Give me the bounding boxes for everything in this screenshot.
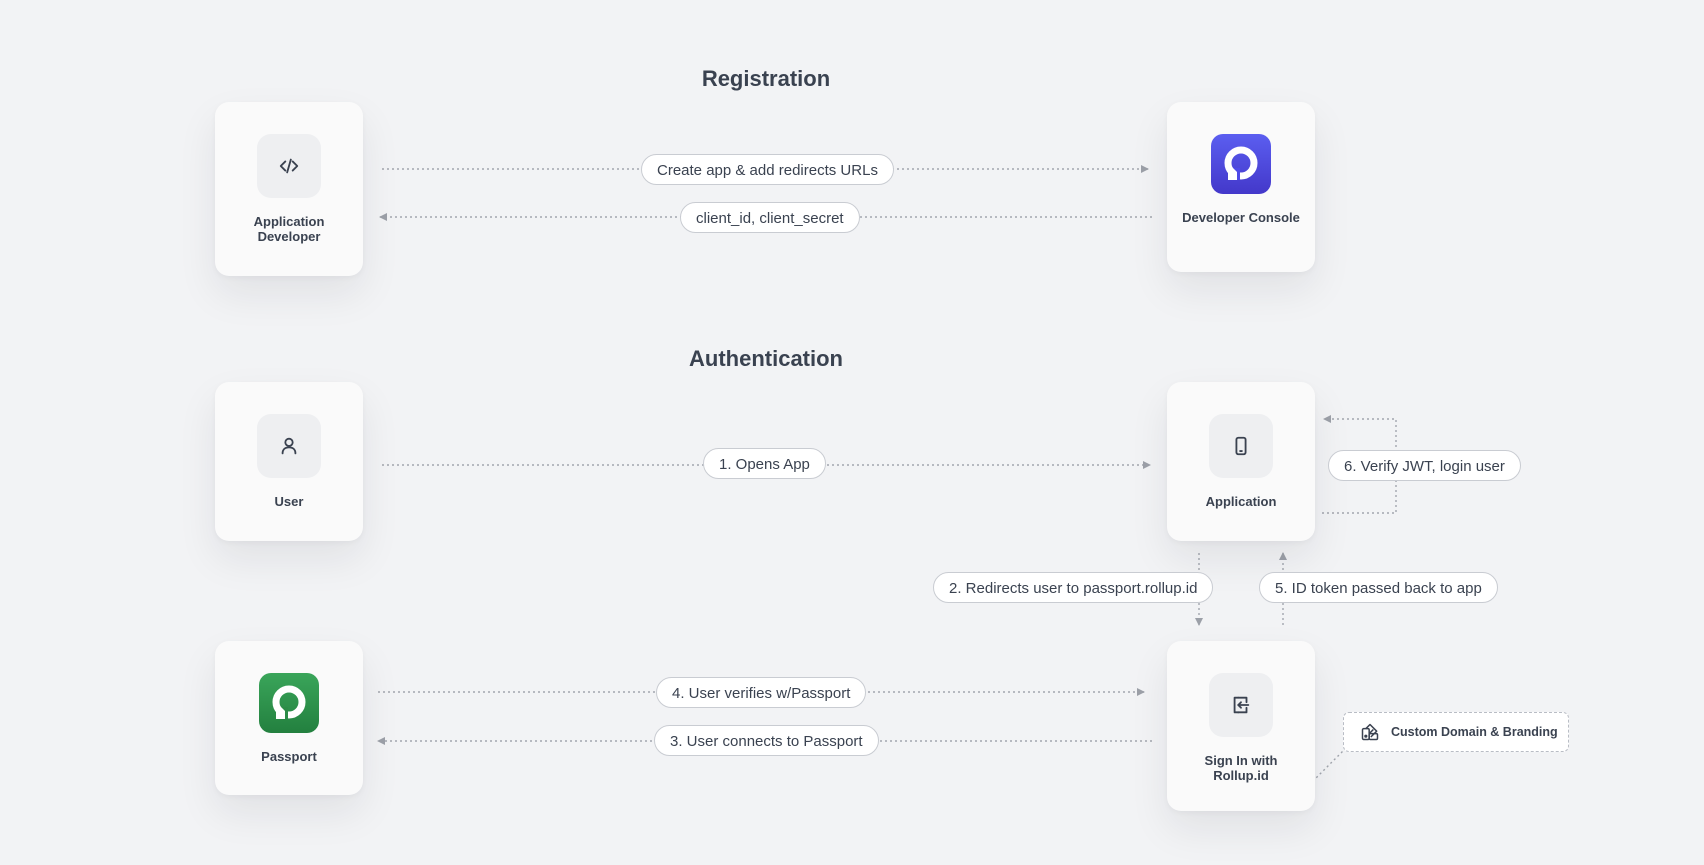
card-application-developer: Application Developer [215,102,363,276]
step-6-verify-jwt: 6. Verify JWT, login user [1328,450,1521,481]
branding-pointer [1300,747,1347,794]
rollup-logo-icon [1211,134,1271,194]
card-label-developer-console: Developer Console [1182,210,1300,225]
registration-title: Registration [701,66,831,91]
card-developer-console: Developer Console [1167,102,1315,272]
step-3-user-connects: 3. User connects to Passport [654,725,879,756]
mobile-phone-icon [1209,414,1273,478]
card-user: User [215,382,363,541]
step-create-app: Create app & add redirects URLs [641,154,894,185]
custom-domain-label: Custom Domain & Branding [1391,725,1558,739]
branding-icon [1361,723,1379,741]
custom-domain-branding: Custom Domain & Branding [1343,712,1569,752]
card-label-sign-in-rollup: Sign In with Rollup.id [1204,753,1278,783]
step-5-id-token: 5. ID token passed back to app [1259,572,1498,603]
card-sign-in-rollup: Sign In with Rollup.id [1167,641,1315,811]
code-icon [257,134,321,198]
sign-in-icon [1209,673,1273,737]
authentication-title: Authentication [689,346,843,371]
card-passport: Passport [215,641,363,795]
step-client-credentials: client_id, client_secret [680,202,860,233]
user-icon [257,414,321,478]
card-label-application-developer: Application Developer [253,214,325,244]
card-label-application: Application [1205,494,1277,509]
passport-logo-icon [259,673,319,733]
step-1-opens-app: 1. Opens App [703,448,826,479]
step-2-redirects-user: 2. Redirects user to passport.rollup.id [933,572,1214,603]
step-4-user-verifies: 4. User verifies w/Passport [656,677,867,708]
card-label-user: User [274,494,304,509]
card-label-passport: Passport [261,749,317,764]
card-application: Application [1167,382,1315,541]
